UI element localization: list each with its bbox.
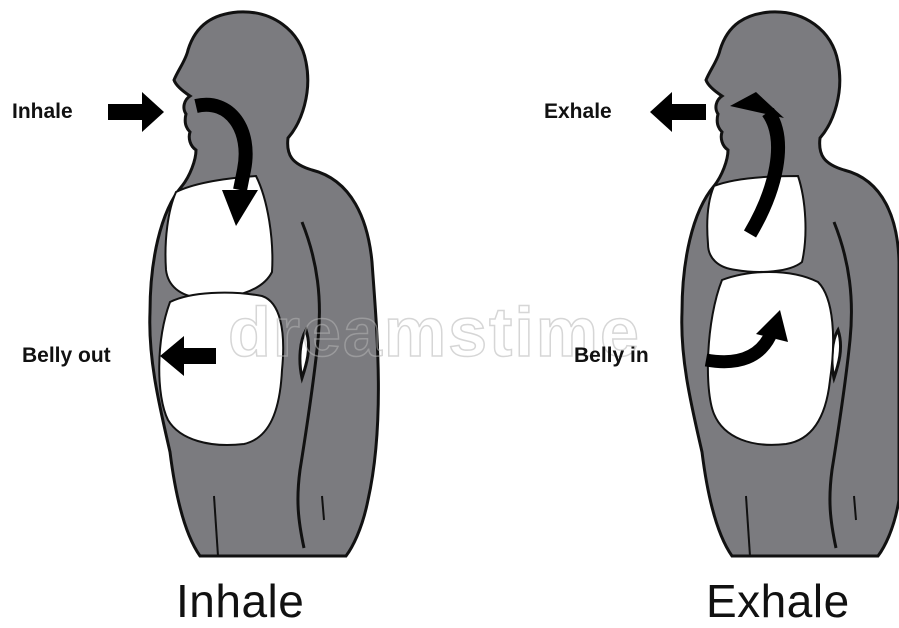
inhale-mouth-label: Inhale (12, 100, 73, 124)
exhale-caption: Exhale (706, 574, 850, 628)
inhale-figure (108, 12, 378, 556)
belly-out-label: Belly out (22, 344, 111, 368)
exhale-mouth-arrow (650, 92, 706, 132)
belly-in-label: Belly in (574, 344, 649, 368)
exhale-mouth-label: Exhale (544, 100, 612, 124)
inhale-caption: Inhale (176, 574, 304, 628)
inhale-mouth-arrow (108, 92, 164, 132)
inhale-lungs (165, 176, 272, 298)
exhale-figure (650, 12, 899, 556)
